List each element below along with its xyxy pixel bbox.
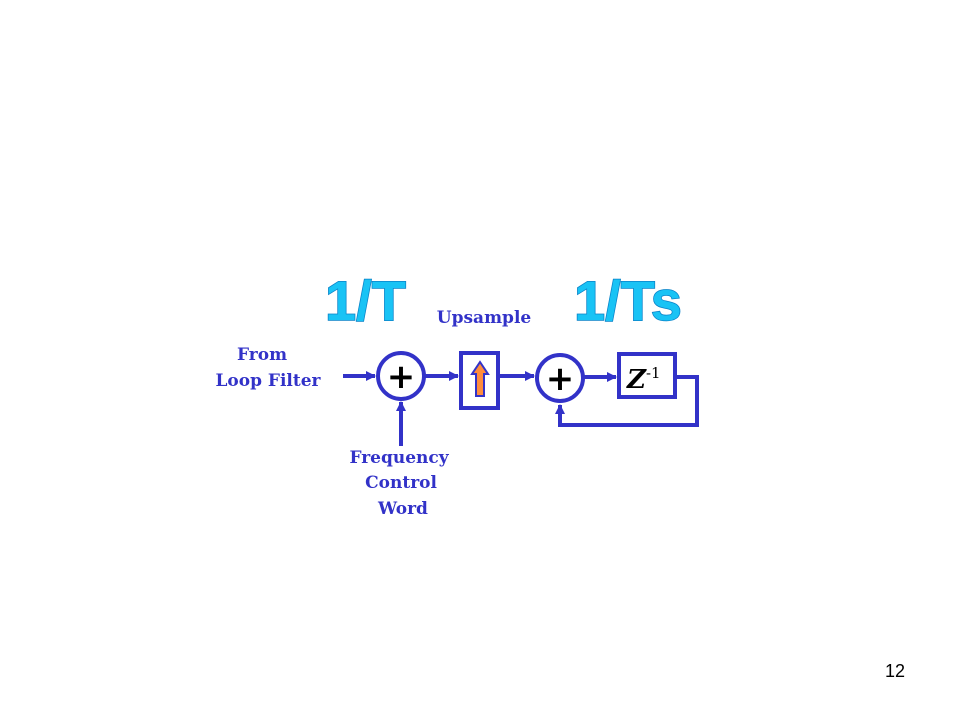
upsample-arrow-icon [470,360,490,397]
upsample-label: Upsample [437,308,532,328]
rate-input-label: 1/T [325,269,406,332]
rate-output-label: 1/Ts [574,269,682,332]
feedback-arrow [555,375,699,427]
page-number: 12 [884,661,905,681]
adder-1: + [376,351,426,401]
svg-text:+: + [546,359,575,399]
svg-text:+: + [387,357,416,397]
frequency-control-word-label: Frequency Control Word [349,448,454,519]
input-label: From Loop Filter [215,345,321,391]
delay-block: Z-1 [617,352,677,399]
svg-text:Z-1: Z-1 [626,364,661,395]
upsampler-block [459,351,500,410]
adder-2: + [535,353,585,403]
